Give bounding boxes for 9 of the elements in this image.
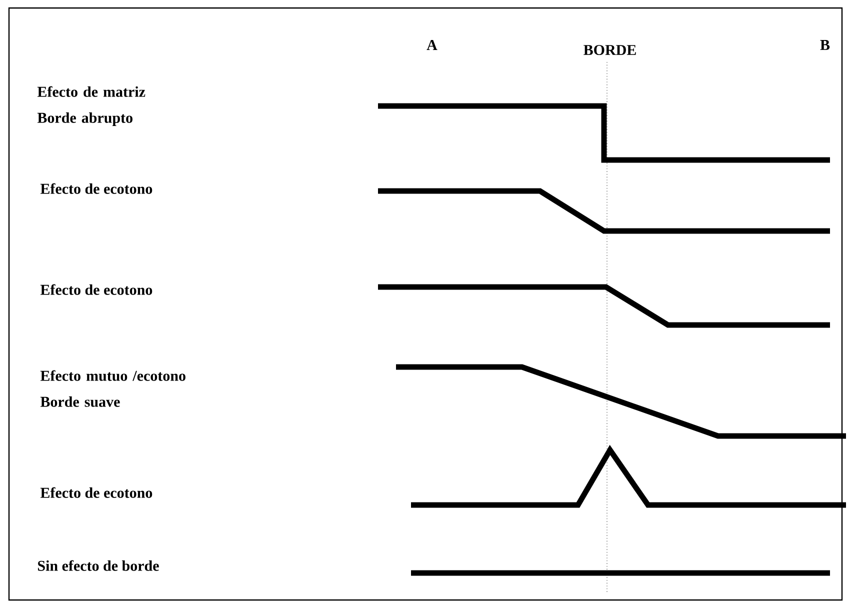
row-label: Efecto de matriz Borde abrupto — [37, 86, 146, 126]
row-label: Efecto de ecotono — [40, 487, 152, 498]
end-label: A — [426, 40, 438, 50]
row-label: Efecto de ecotono — [40, 284, 152, 295]
row-label: Efecto mutuo /ecotono Borde suave — [40, 370, 186, 407]
end-label: B — [820, 40, 830, 50]
row-label: Sin efecto de borde — [38, 560, 159, 571]
row-label: Efecto de ecotono — [40, 183, 152, 194]
border-label: BORDE — [584, 44, 636, 56]
